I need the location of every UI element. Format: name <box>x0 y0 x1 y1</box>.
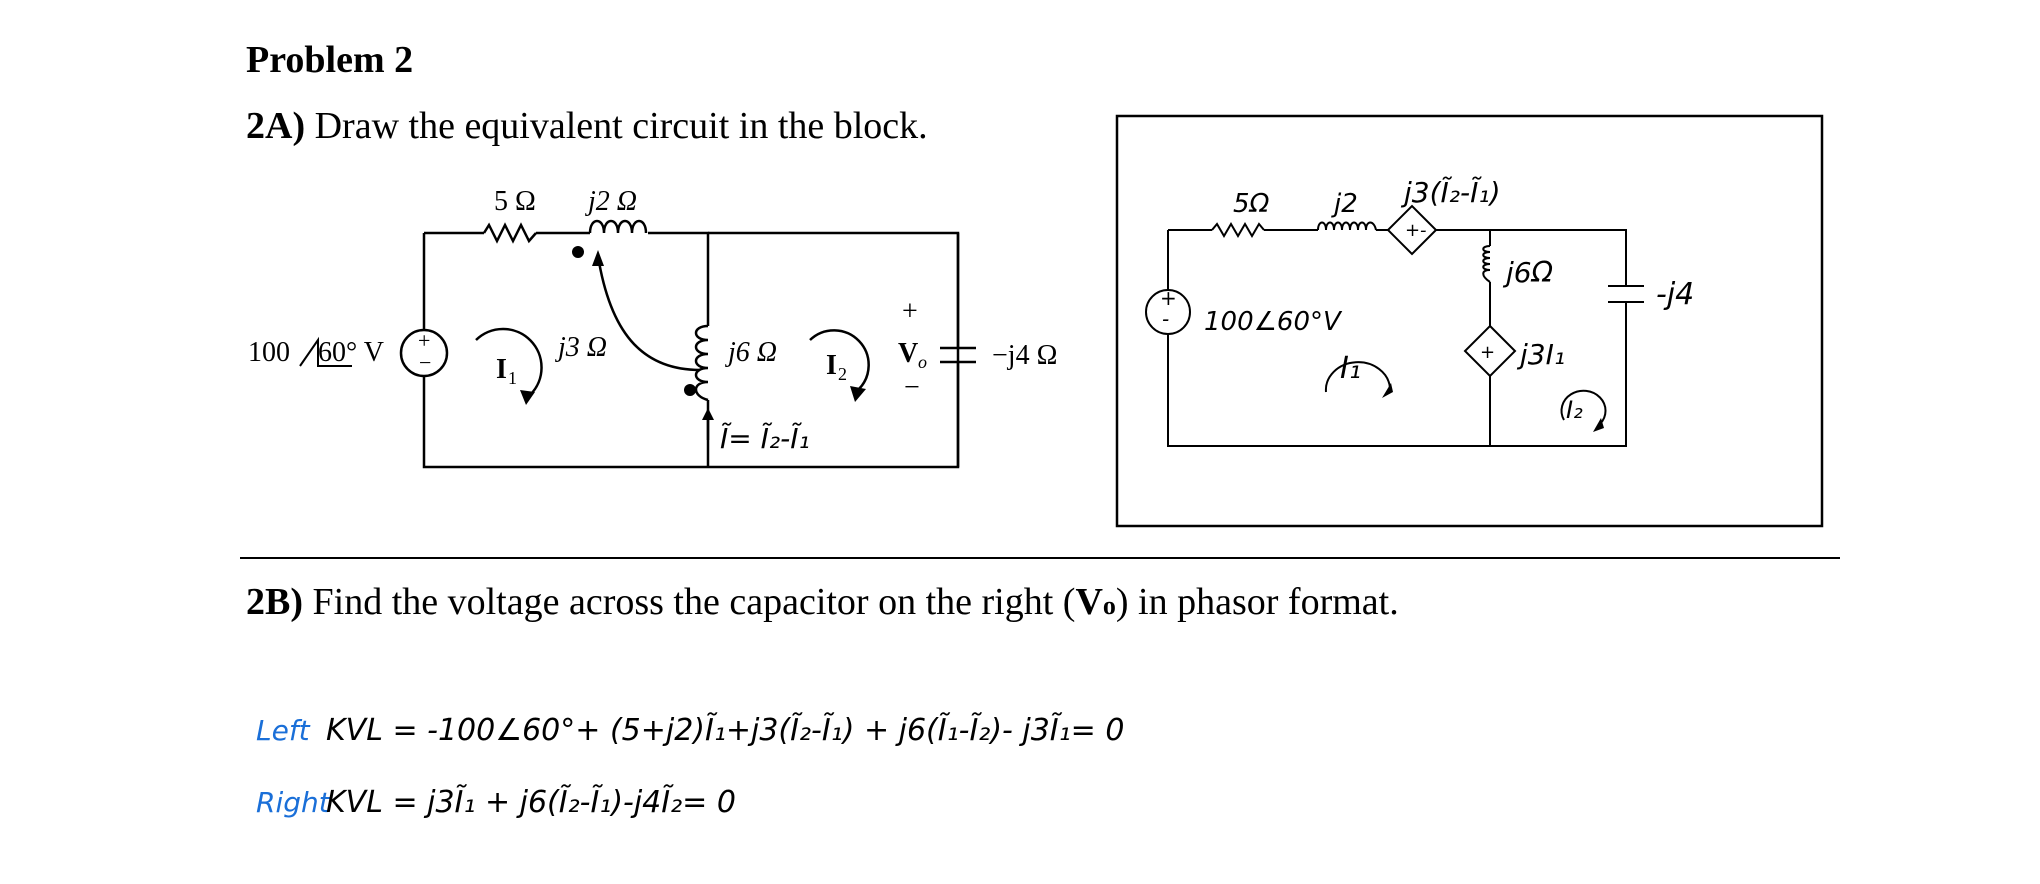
section-divider <box>240 557 1840 559</box>
label-5-ohm: 5 Ω <box>494 186 536 217</box>
eq-label-mesh-2: I₂ <box>1566 396 1583 424</box>
equation-2: KVL = j3Ĩ₁ + j6(Ĩ₂-Ĩ₁)-j4Ĩ₂= 0 <box>326 784 736 820</box>
eq-label-j6: j6Ω <box>1502 256 1554 289</box>
mesh-2-arrow <box>1560 389 1607 425</box>
dot-marker <box>572 246 584 258</box>
mesh-1-arrow <box>1324 361 1391 393</box>
voltage-source <box>1145 289 1191 335</box>
angle-symbol <box>299 336 352 367</box>
part-a-text: Draw the equivalent circuit in the block… <box>314 105 928 147</box>
equation-2-label: Right <box>256 786 331 819</box>
mesh-2-arrowhead <box>1593 418 1604 432</box>
dependent-source-1 <box>1386 204 1438 256</box>
wire <box>648 231 710 326</box>
answer-block <box>1115 114 1824 528</box>
label-vo-plus: + <box>902 296 918 327</box>
part-b-label: 2B) <box>246 581 303 623</box>
label-cap: −j4 Ω <box>992 340 1057 371</box>
mesh-1-arrow <box>475 327 543 396</box>
part-a-question: 2A) Draw the equivalent circuit in the b… <box>246 104 928 148</box>
label-mutual-j3: j3 Ω <box>555 332 607 363</box>
label-mesh-1: I <box>496 354 507 385</box>
eq-label-5-ohm: 5Ω <box>1233 189 1270 219</box>
wire <box>422 231 960 469</box>
source-minus: - <box>1162 307 1169 331</box>
part-b-text-before: Find the voltage across the capacitor on… <box>312 581 1076 623</box>
wire <box>1490 229 1627 286</box>
source-plus: + <box>418 328 430 353</box>
dependent-source-2 <box>1463 324 1517 378</box>
part-b-subscript: o <box>1102 591 1116 620</box>
label-mesh-1-sub: 1 <box>508 368 517 388</box>
dep1-minus: - <box>1420 220 1427 241</box>
problem-title: Problem 2 <box>246 39 414 81</box>
coupling-arrow <box>596 255 701 372</box>
source-plus: + <box>1160 286 1177 310</box>
resistor-5-ohm <box>482 222 537 244</box>
resistor-5-ohm <box>1211 222 1265 238</box>
capacitor <box>1608 285 1644 303</box>
source-minus: − <box>419 350 431 375</box>
label-vo-minus: − <box>904 372 920 403</box>
eq-label-j2: j2 <box>1331 189 1358 219</box>
mesh-1-arrowhead <box>1382 383 1393 398</box>
mesh-1-arrowhead <box>520 390 535 405</box>
inductor-j6 <box>1482 245 1491 283</box>
inductor-j2 <box>1317 221 1377 231</box>
eq-label-cap: -j4 <box>1656 277 1694 312</box>
eq-label-dep-1: j3(Ĩ₂-Ĩ₁) <box>1400 176 1501 209</box>
capacitor <box>940 346 976 364</box>
part-b-text-after: ) in phasor format. <box>1115 581 1399 623</box>
label-vo: V <box>898 338 918 369</box>
label-mesh-2-sub: 2 <box>838 364 847 384</box>
eq-label-mesh-1: I₁ <box>1340 351 1361 386</box>
label-mesh-2: I <box>826 350 837 381</box>
current-arrowhead <box>702 408 714 420</box>
wire <box>1167 302 1627 447</box>
equation-1: KVL = -100∠60°+ (5+j2)Ĩ₁+j3(Ĩ₂-Ĩ₁) + j6(… <box>326 712 1124 748</box>
equation-1-label: Left <box>256 714 311 747</box>
label-j2: j2 Ω <box>585 186 637 217</box>
label-source-magnitude: 100 <box>248 337 290 368</box>
label-vo-sub: o <box>918 352 927 372</box>
label-source-angle: 60° V <box>318 337 384 368</box>
current-note: Ĩ= Ĩ₂-Ĩ₁ <box>720 422 810 455</box>
part-b-question: 2B) Find the voltage across the capacito… <box>246 580 1399 624</box>
label-j6: j6 Ω <box>725 337 777 368</box>
part-b-symbol: V <box>1075 581 1103 623</box>
voltage-source <box>399 328 449 378</box>
dep1-plus: + <box>1405 220 1420 241</box>
inductor-j2 <box>588 219 648 234</box>
dot-marker <box>684 384 696 396</box>
part-a-label: 2A) <box>246 105 306 147</box>
eq-label-dep-2: j3I₁ <box>1516 338 1565 371</box>
eq-label-source: 100∠60°V <box>1204 307 1343 337</box>
mesh-2-arrowhead <box>850 386 866 402</box>
dep2-plus: + <box>1480 342 1495 363</box>
inductor-j6 <box>694 324 709 402</box>
mesh-2-arrow <box>809 329 870 391</box>
coupling-arrowhead <box>592 250 604 266</box>
